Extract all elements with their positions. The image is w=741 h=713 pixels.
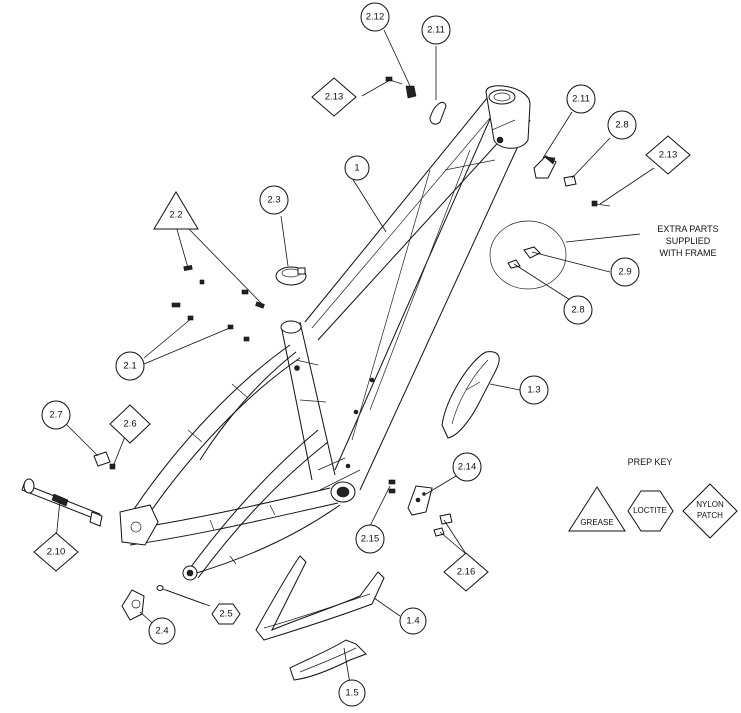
rear-axle-part [21,478,103,527]
callout-2-4: 2.4 [148,617,176,645]
callout-2-1: 2.1 [115,351,145,381]
callout-1-4-label: 1.4 [406,616,419,627]
callout-2-2: 2.2 [153,191,199,230]
callout-2-2-label: 2.2 [169,210,182,221]
seat-clamp-part [275,266,307,286]
loctite-symbol: LOCTITE [627,490,674,532]
nylon-label-line2: PATCH [697,511,723,520]
dropout-small-parts [93,451,116,470]
grease-symbol: GREASE [568,486,626,532]
callout-2-8-low: 2.8 [563,295,593,325]
callout-2-15-label: 2.15 [361,534,380,545]
callout-2-12-label: 2.12 [366,12,385,23]
bottle-bolts [171,264,265,342]
callout-2-4-label: 2.4 [155,626,168,637]
prep-key: PREP KEY GREASE LOCTITE NYLON PATCH [568,457,738,539]
grease-label: GREASE [580,518,613,527]
callout-2-9: 2.9 [610,257,640,287]
callout-2-7: 2.7 [41,400,71,430]
callout-2-10-label: 2.10 [47,547,66,558]
extra-parts-line1: EXTRA PARTS [657,224,718,234]
callout-1-3-label: 1.3 [527,385,540,396]
callout-2-5-label: 2.5 [219,609,232,620]
callout-2-3-label: 2.3 [267,195,280,206]
callout-2-11-right: 2.11 [566,84,596,114]
callout-2-9-label: 2.9 [618,267,631,278]
callout-2-6-label: 2.6 [123,419,136,430]
callout-1-label: 1 [354,163,359,174]
nylon-patch-symbol: NYLON PATCH [682,483,738,539]
callout-2-11-top: 2.11 [421,15,451,45]
derailleur-hanger-parts [388,479,453,537]
callout-2-16-label: 2.16 [457,567,476,578]
callout-2-13-right-label: 2.13 [659,150,678,161]
callout-2-7-label: 2.7 [49,410,62,421]
callout-2-8-top: 2.8 [607,110,637,140]
extra-parts-line2: SUPPLIED [666,236,711,246]
chainstay-protector-part [255,555,385,641]
callout-2-1-label: 2.1 [123,361,136,372]
seatstay-protector-part [289,639,367,681]
loctite-label: LOCTITE [633,506,667,515]
prep-key-title: PREP KEY [628,457,673,467]
callout-2-8-low-label: 2.8 [571,305,584,316]
callout-1-3: 1.3 [519,375,549,405]
callout-2-16: 2.16 [443,552,489,592]
callout-2-11-top-label: 2.11 [427,25,445,36]
callout-2-14-label: 2.14 [458,462,477,473]
callout-1-5: 1.5 [338,679,366,707]
cable-guide-top-parts [385,76,447,125]
extra-parts-line3: WITH FRAME [660,248,717,258]
callout-2-6: 2.6 [109,404,151,444]
callout-2-15: 2.15 [355,524,385,554]
extra-parts-group [489,220,567,290]
callout-2-13-top: 2.13 [311,77,357,117]
nylon-label-line1: NYLON [696,500,724,509]
downtube-guard-part [441,351,500,439]
main-frame [119,85,531,581]
callout-2-12: 2.12 [360,2,390,32]
callout-2-13-top-label: 2.13 [325,92,344,103]
rear-small-parts [121,585,205,621]
callout-2-5: 2.5 [211,603,241,625]
callout-1: 1 [344,155,370,181]
callout-2-8-top-label: 2.8 [615,120,628,131]
callout-2-10: 2.10 [33,532,79,572]
leader-lines [55,29,655,685]
callout-2-14: 2.14 [452,452,482,482]
callout-2-13-right: 2.13 [645,135,691,175]
callout-2-3: 2.3 [259,185,289,215]
callout-1-5-label: 1.5 [345,688,358,699]
extra-parts-note: EXTRA PARTS SUPPLIED WITH FRAME [657,224,718,258]
callout-2-11-right-label: 2.11 [572,94,590,105]
callout-1-4: 1.4 [399,607,427,635]
cable-guide-right-parts [533,155,611,207]
